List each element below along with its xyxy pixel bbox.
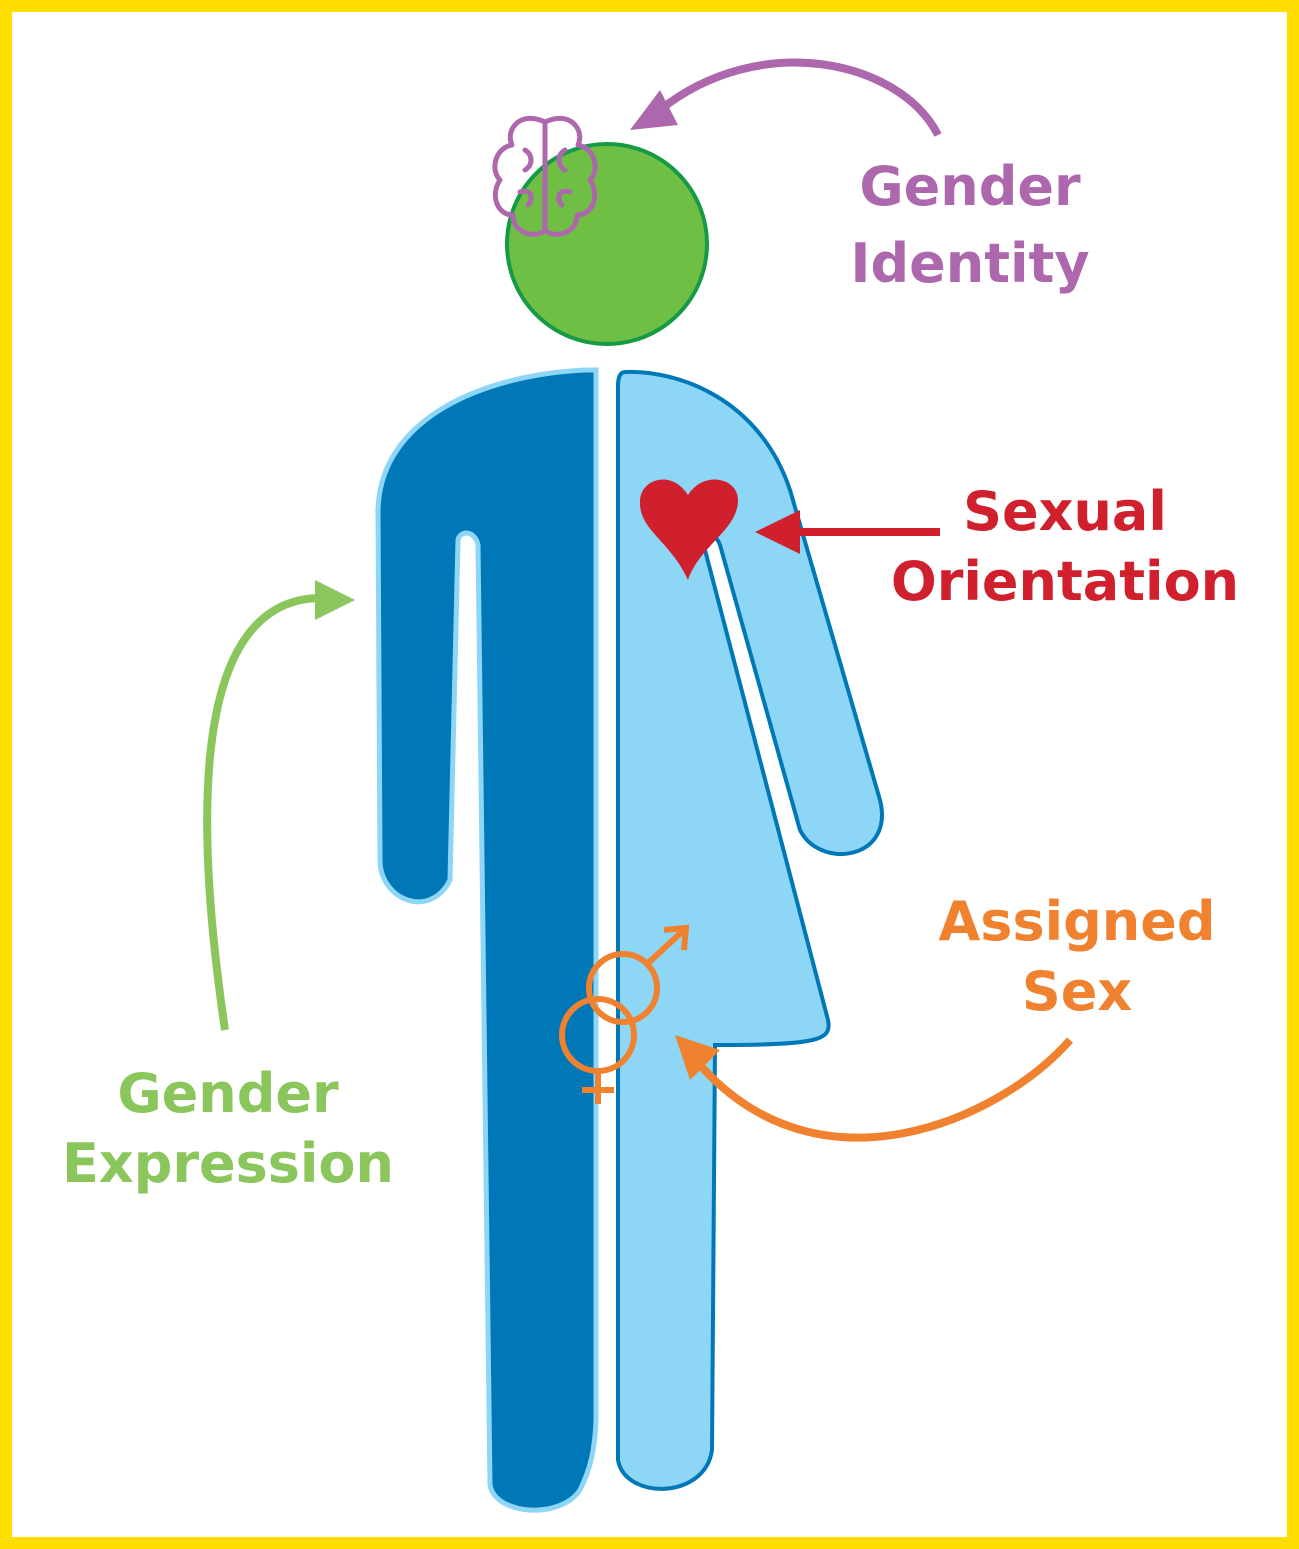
label-gender-expression-line1: Gender xyxy=(117,1062,339,1125)
head xyxy=(507,144,707,344)
label-assigned-sex-line1: Assigned xyxy=(939,890,1216,953)
label-gender-expression-line2: Expression xyxy=(62,1132,394,1195)
label-gender-identity-line2: Identity xyxy=(850,232,1089,295)
gender-identity-arrowhead xyxy=(630,90,678,130)
assigned-sex-arrow xyxy=(700,1040,1070,1138)
label-gender-identity-line1: Gender xyxy=(859,155,1081,218)
gender-expression-arrowhead xyxy=(315,580,355,620)
label-sexual-orientation-line1: Sexual xyxy=(963,480,1167,543)
label-assigned-sex-line2: Sex xyxy=(1022,960,1133,1023)
gender-identity-arrow xyxy=(660,63,938,135)
gender-expression-arrow xyxy=(207,598,320,1030)
female-body-half xyxy=(618,372,882,1489)
label-sexual-orientation-line2: Orientation xyxy=(891,550,1239,613)
male-body-half xyxy=(378,370,596,1510)
